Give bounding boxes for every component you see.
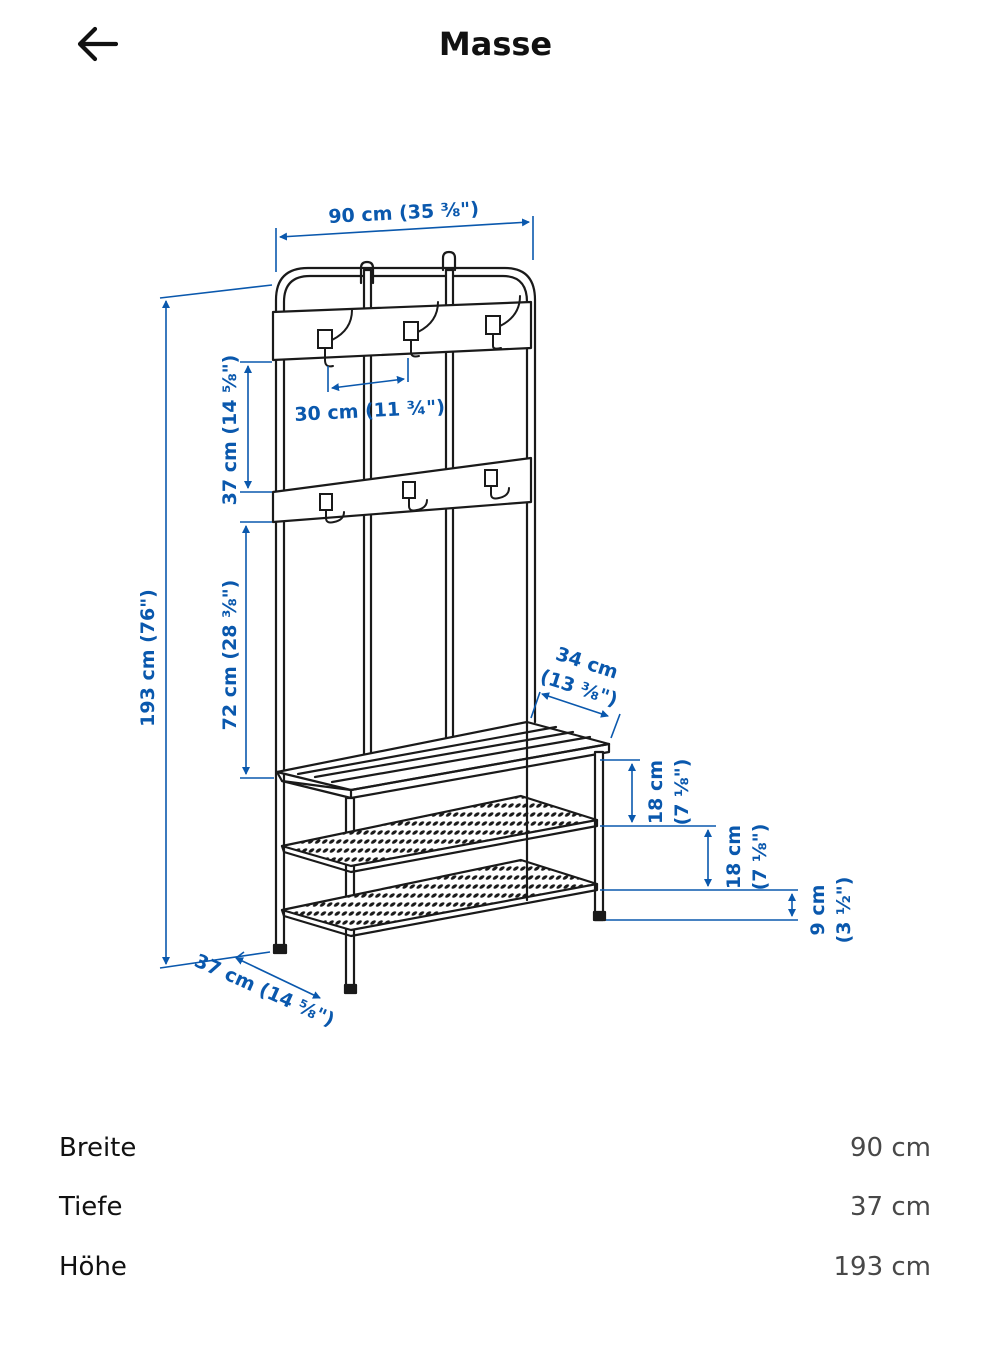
shelf-gap2-in-label: (7 ⅛") — [749, 824, 771, 891]
hook-upper-middle — [403, 301, 439, 358]
hook-lower-right — [484, 469, 510, 500]
hook-lower-left — [319, 493, 345, 524]
dimension-specs: Breite 90 cm Tiefe 37 cm Höhe 193 cm — [59, 1118, 931, 1297]
header-bar: Masse — [0, 0, 991, 90]
spec-row-width: Breite 90 cm — [59, 1118, 931, 1178]
dimension-lines — [159, 216, 798, 999]
hook-upper-left — [317, 309, 353, 368]
spec-value: 193 cm — [833, 1251, 931, 1282]
floor-gap-in-label: (3 ½") — [833, 877, 855, 944]
floor-gap-cm-label: 9 cm — [807, 885, 829, 936]
total-height-label: 193 cm (76") — [137, 589, 159, 727]
width-dimension-label: 90 cm (35 ⅜") — [328, 198, 480, 228]
spec-label: Höhe — [59, 1251, 127, 1282]
hook-upper-right — [485, 295, 521, 350]
shelf-gap2-cm-label: 18 cm — [723, 825, 745, 889]
coat-rack-drawing: 90 cm (35 ⅜") 30 cm (11 ¾") 37 cm (14 ⅝"… — [137, 198, 855, 1031]
hook-lower-middle — [402, 481, 428, 512]
spec-row-height: Höhe 193 cm — [59, 1237, 931, 1297]
coat-hooks — [317, 295, 521, 524]
spec-row-depth: Tiefe 37 cm — [59, 1178, 931, 1238]
back-button[interactable] — [66, 18, 128, 70]
furniture-drawing — [271, 250, 611, 995]
shelf-gap1-in-label: (7 ⅛") — [671, 759, 693, 826]
arrow-left-icon — [77, 26, 118, 62]
dimension-diagram: 90 cm (35 ⅜") 30 cm (11 ¾") 37 cm (14 ⅝"… — [0, 150, 991, 1050]
depth-dimension-label: 37 cm (14 ⅝") — [191, 950, 338, 1031]
spec-value: 37 cm — [850, 1192, 931, 1223]
rail-gap-label: 37 cm (14 ⅝") — [219, 355, 241, 506]
shelf-gap1-cm-label: 18 cm — [645, 760, 667, 824]
seat-to-rail-label: 72 cm (28 ⅜") — [219, 580, 241, 731]
spec-value: 90 cm — [850, 1132, 931, 1163]
spec-label: Breite — [59, 1132, 137, 1163]
page-title: Masse — [438, 25, 553, 63]
hook-spacing-label: 30 cm (11 ¾") — [294, 396, 446, 426]
spec-label: Tiefe — [59, 1192, 123, 1223]
